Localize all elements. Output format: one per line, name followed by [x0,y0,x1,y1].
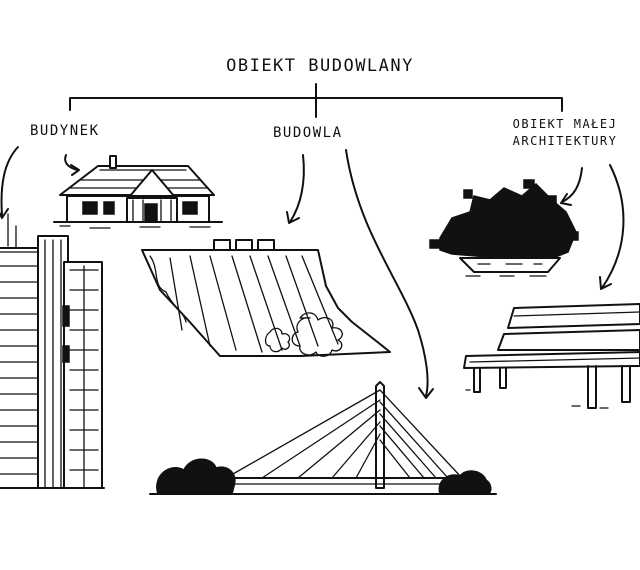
bridge-illustration [149,381,497,495]
house-illustration [53,155,223,229]
category-label-budowla: Budowla [273,125,343,141]
arrow-to-skyscraper [0,146,19,219]
arrow-to-house [64,154,80,176]
category-label-line-2: architektury [512,134,618,148]
arrow-to-bench [599,164,625,290]
category-label-line-1: Obiekt małej [512,117,618,131]
arrow-to-bridge [345,149,434,399]
planter-illustration [429,179,579,277]
skyscraper-illustration [0,213,105,489]
arrow-to-planter [560,167,583,206]
category-label-obiekt-malej-architektury: Obiekt małej architektury [500,116,630,150]
arrow-to-dam [286,154,305,224]
root-label: Obiekt budowlany [226,56,414,76]
bench-illustration [463,303,640,409]
tree-connector [69,83,563,118]
dam-illustration [141,239,391,357]
category-label-budynek: Budynek [30,123,100,139]
